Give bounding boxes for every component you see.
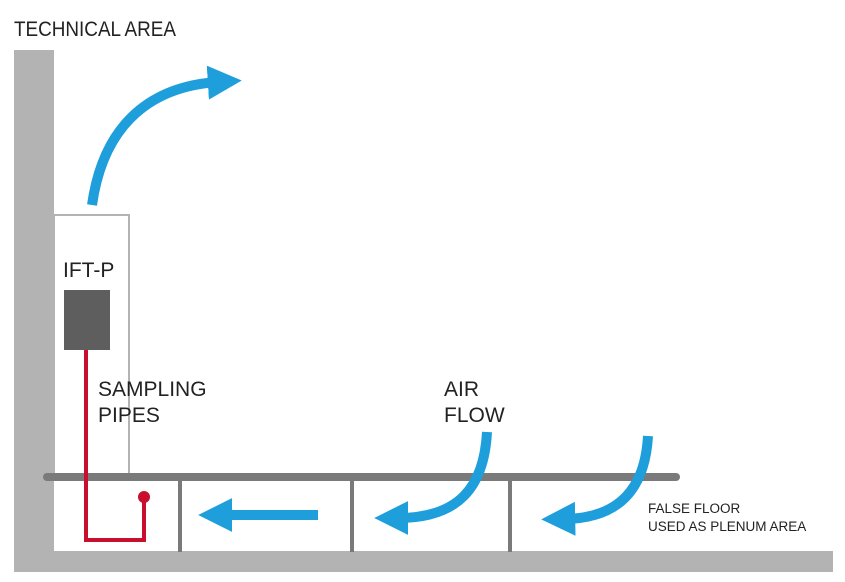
- ground: [14, 551, 833, 572]
- false-floor-label-line1: FALSE FLOOR: [648, 501, 741, 516]
- wall: [14, 50, 54, 572]
- airflow-down-arrow: [541, 435, 653, 536]
- floor-support: [178, 478, 182, 552]
- floor-support: [508, 478, 512, 552]
- air-flow-label-line1: AIR: [444, 378, 479, 401]
- sampling-pipes-label-line2: PIPES: [98, 404, 160, 427]
- sampling-point: [138, 491, 150, 503]
- title-label: TECHNICAL AREA: [14, 18, 176, 41]
- airflow-down-arrow: [374, 431, 492, 535]
- airflow-exhaust-arrow: [87, 65, 242, 206]
- sampling-pipe: [84, 350, 146, 542]
- false-floor-label-line2: USED AS PLENUM AREA: [648, 519, 806, 534]
- ift-p-device: [64, 290, 110, 350]
- floor-support: [350, 478, 354, 552]
- air-flow-label-line2: FLOW: [444, 404, 505, 427]
- sampling-pipes-label-line1: SAMPLING: [98, 378, 207, 401]
- device-label: IFT-P: [63, 259, 114, 282]
